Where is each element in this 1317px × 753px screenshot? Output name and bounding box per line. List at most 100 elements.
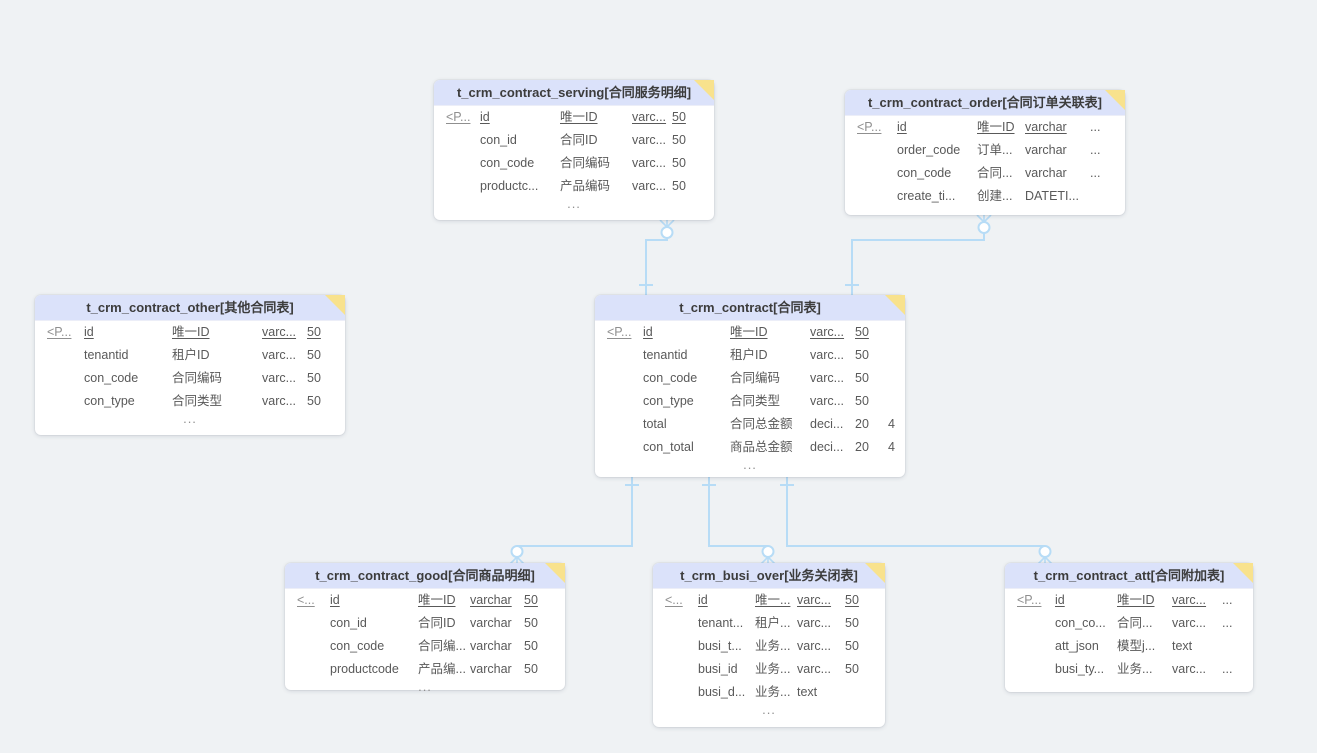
field-key-indicator	[607, 436, 643, 459]
field-comment: 唯一ID	[1117, 593, 1155, 607]
field-size: ...	[1090, 166, 1101, 180]
field-comment: 唯一ID	[172, 325, 210, 339]
connector-contract-att[interactable]	[780, 477, 1053, 565]
table-title[interactable]: t_crm_contract_att[合同附加表]	[1005, 563, 1253, 589]
field-comment: 唯一ID	[730, 325, 768, 339]
connector-contract-serving[interactable]	[639, 219, 675, 296]
field-type: varchar	[1025, 166, 1067, 180]
field-size: ...	[1222, 593, 1233, 607]
table-title[interactable]: t_crm_contract_order[合同订单关联表]	[845, 90, 1125, 116]
field-key-indicator	[857, 162, 897, 185]
field-type: varc...	[797, 639, 832, 653]
connector-contract-order[interactable]	[845, 214, 992, 296]
table-row[interactable]: create_ti...创建...DATETI...	[845, 185, 1125, 208]
field-comment: 合同编码	[172, 371, 223, 385]
table-row[interactable]: con_co...合同...varc......	[1005, 612, 1253, 635]
field-name: id	[897, 120, 907, 134]
field-type: varc...	[797, 662, 832, 676]
table-title[interactable]: t_crm_contract_other[其他合同表]	[35, 295, 345, 321]
more-fields-indicator[interactable]: ...	[567, 196, 581, 211]
field-comment: 订单...	[977, 143, 1013, 157]
connector-contract-busi-over[interactable]	[702, 477, 776, 565]
field-name: con_id	[480, 133, 517, 147]
table-row[interactable]: busi_ty...业务...varc......	[1005, 658, 1253, 681]
more-fields-indicator[interactable]: ...	[418, 679, 432, 694]
field-key-indicator	[47, 367, 84, 390]
field-key-indicator	[665, 681, 698, 704]
field-size: 20	[855, 417, 869, 431]
field-key-indicator	[297, 612, 330, 635]
field-size: 50	[672, 179, 686, 193]
field-name: productc...	[480, 179, 539, 193]
field-type: varc...	[262, 325, 297, 339]
table-row[interactable]: busi_d...业务...text	[653, 681, 885, 704]
field-name: busi_t...	[698, 639, 742, 653]
more-fields-indicator[interactable]: ...	[762, 702, 776, 717]
table-row[interactable]: busi_t...业务...varc...50	[653, 635, 885, 658]
table-row[interactable]: tenant...租户...varc...50	[653, 612, 885, 635]
more-fields-indicator[interactable]: ...	[183, 411, 197, 426]
field-size: 50	[855, 394, 869, 408]
field-size: 50	[845, 616, 859, 630]
field-name: con_code	[897, 166, 952, 180]
field-name: con_id	[330, 616, 367, 630]
field-name: tenantid	[84, 348, 129, 362]
field-name: id	[84, 325, 94, 339]
field-precision	[888, 321, 908, 344]
more-fields-indicator[interactable]: ...	[743, 457, 757, 472]
field-key-indicator	[297, 658, 330, 681]
table-title[interactable]: t_crm_contract_serving[合同服务明细]	[434, 80, 714, 106]
field-type: varc...	[810, 371, 845, 385]
field-comment: 创建...	[977, 189, 1013, 203]
field-key-indicator	[297, 635, 330, 658]
field-comment: 产品编...	[418, 662, 466, 676]
field-name: productcode	[330, 662, 399, 676]
field-comment: 合同ID	[560, 133, 598, 147]
field-key-indicator	[1017, 612, 1055, 635]
field-comment: 产品编码	[560, 179, 611, 193]
field-type: varc...	[262, 371, 297, 385]
table-title[interactable]: t_crm_busi_over[业务关闭表]	[653, 563, 885, 589]
table-title[interactable]: t_crm_contract_good[合同商品明细]	[285, 563, 565, 589]
field-comment: 唯一ID	[977, 120, 1015, 134]
field-type: varchar	[470, 593, 512, 607]
table-title[interactable]: t_crm_contract[合同表]	[595, 295, 905, 321]
field-type: varc...	[797, 593, 832, 607]
field-size: 50	[672, 110, 686, 124]
field-size	[1222, 635, 1252, 658]
connector-contract-good[interactable]	[509, 477, 639, 565]
